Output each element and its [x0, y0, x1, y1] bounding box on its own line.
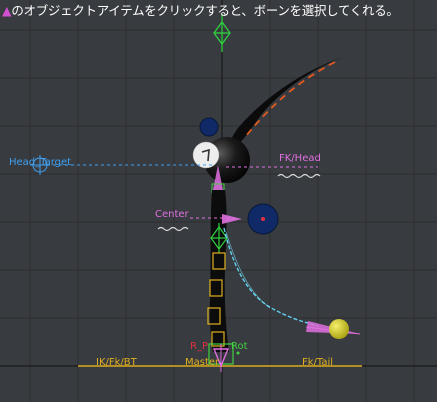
spine-box-1[interactable]	[212, 252, 226, 270]
head-ball-eye-mark	[201, 148, 210, 162]
label-fk-head[interactable]: FK/Head	[279, 153, 321, 164]
body-diamond-control[interactable]	[210, 223, 228, 253]
tail-spline[interactable]	[223, 227, 319, 327]
tail-spline-inner	[225, 231, 271, 309]
spine-box-3[interactable]	[207, 307, 221, 325]
center-bone[interactable]	[222, 214, 242, 224]
spine-controls[interactable]	[207, 252, 226, 347]
tail-yellow-ball[interactable]	[329, 319, 349, 339]
body-stalk[interactable]	[209, 190, 229, 352]
label-master[interactable]: Master	[185, 357, 220, 368]
label-fk-tail[interactable]: Fk/Tail	[302, 357, 334, 368]
spine-box-4[interactable]	[211, 331, 225, 347]
fk-head-squiggle	[277, 173, 321, 179]
hair-spike-highlight	[245, 61, 336, 137]
hair-spike[interactable]	[228, 57, 343, 152]
instruction-body: のオブジェクトアイテムをクリックすると、ボーンを選択してくれる。	[11, 3, 399, 18]
spine-box-2[interactable]	[209, 279, 223, 297]
instruction-text: ▲のオブジェクトアイテムをクリックすると、ボーンを選択してくれる。	[2, 4, 435, 18]
center-red-dot	[261, 217, 265, 221]
triangle-icon: ▲	[2, 3, 12, 18]
small-blue-sphere[interactable]	[199, 117, 219, 137]
top-diamond-control[interactable]	[213, 14, 231, 52]
label-center[interactable]: Center	[155, 209, 189, 220]
label-ik-fk-bt[interactable]: IK/Fk/BT	[96, 357, 137, 368]
head-ball-eye	[192, 141, 220, 169]
label-r-p[interactable]: R_P	[190, 341, 208, 352]
label-rot[interactable]: Rot	[231, 341, 248, 352]
label-head-target[interactable]: Head_Target	[9, 157, 72, 168]
center-squiggle	[157, 226, 189, 232]
base-dot	[236, 351, 240, 355]
